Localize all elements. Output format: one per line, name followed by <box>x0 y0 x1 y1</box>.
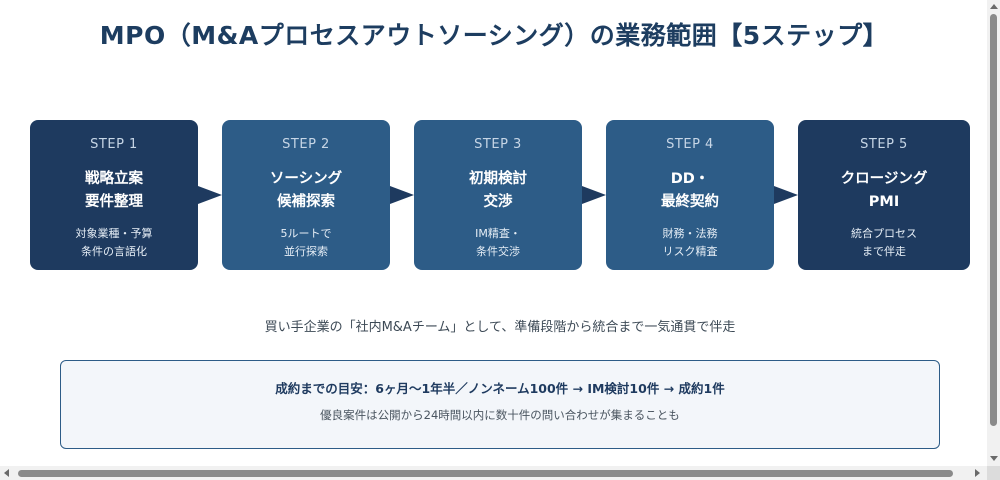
step-title-line: PMI <box>868 194 900 210</box>
step-title-line: DD・ <box>670 171 710 187</box>
page-title: MPO（M&Aプロセスアウトソーシング）の業務範囲【5ステップ】 <box>99 21 889 50</box>
step-title-line: 初期検討 <box>469 171 527 187</box>
step-desc-line: 条件の言語化 <box>81 245 147 258</box>
step-5-card: STEP 5 クロージング PMI 統合プロセス まで伴走 <box>798 120 970 270</box>
step-title-line: クロージング <box>840 171 928 187</box>
step-desc-line: リスク精査 <box>662 245 718 258</box>
step-title: 初期検討 交渉 <box>414 168 582 214</box>
arrow-right-icon <box>390 186 414 204</box>
step-3-card: STEP 3 初期検討 交渉 IM精査・ 条件交渉 <box>414 120 582 270</box>
step-description: 統合プロセス まで伴走 <box>798 225 970 261</box>
step-flow: STEP 1 戦略立案 要件整理 対象業種・予算 条件の言語化 STEP 2 ソ… <box>30 120 970 270</box>
arrow-right-icon <box>198 186 222 204</box>
step-1-card: STEP 1 戦略立案 要件整理 対象業種・予算 条件の言語化 <box>30 120 198 270</box>
step-title-line: 要件整理 <box>85 194 143 210</box>
step-label: STEP 5 <box>860 137 908 152</box>
vertical-scroll-thumb[interactable] <box>990 14 997 426</box>
summary-note-box: 成約までの目安：6ヶ月〜1年半／ノンネーム100件 → IM検討10件 → 成約… <box>60 360 940 449</box>
step-title: DD・ 最終契約 <box>606 168 774 214</box>
scroll-down-icon[interactable] <box>990 456 998 461</box>
step-label: STEP 1 <box>90 137 138 152</box>
scroll-up-icon[interactable] <box>990 4 998 9</box>
arrow-right-icon <box>774 186 798 204</box>
step-title-line: 交渉 <box>483 194 513 210</box>
step-desc-line: まで伴走 <box>862 245 906 258</box>
step-2-card: STEP 2 ソーシング 候補探索 5ルートで 並行探索 <box>222 120 390 270</box>
subtitle: 買い手企業の「社内M&Aチーム」として、準備段階から統合まで一気通貫で伴走 <box>264 320 736 335</box>
step-title: 戦略立案 要件整理 <box>30 168 198 214</box>
step-label: STEP 3 <box>474 137 522 152</box>
step-desc-line: 統合プロセス <box>851 227 917 240</box>
step-desc-line: 財務・法務 <box>662 227 718 240</box>
step-4-card: STEP 4 DD・ 最終契約 財務・法務 リスク精査 <box>606 120 774 270</box>
step-desc-line: IM精査・ <box>475 227 521 240</box>
step-desc-line: 対象業種・予算 <box>75 227 153 240</box>
step-description: IM精査・ 条件交渉 <box>414 225 582 261</box>
note-main-text: 成約までの目安：6ヶ月〜1年半／ノンネーム100件 → IM検討10件 → 成約… <box>275 381 725 396</box>
step-title-line: 戦略立案 <box>85 171 143 187</box>
step-description: 対象業種・予算 条件の言語化 <box>30 225 198 261</box>
step-label: STEP 2 <box>282 137 330 152</box>
scroll-right-icon[interactable] <box>975 469 980 477</box>
scroll-left-icon[interactable] <box>4 469 9 477</box>
step-label: STEP 4 <box>666 137 714 152</box>
step-description: 財務・法務 リスク精査 <box>606 225 774 261</box>
horizontal-scrollbar[interactable] <box>0 466 987 480</box>
step-desc-line: 並行探索 <box>284 245 328 258</box>
scrollbar-corner <box>987 466 1000 480</box>
step-title-line: ソーシング <box>269 171 343 187</box>
arrow-right-icon <box>582 186 606 204</box>
note-sub-text: 優良案件は公開から24時間以内に数十件の問い合わせが集まることも <box>320 408 680 422</box>
step-desc-line: 条件交渉 <box>476 245 520 258</box>
step-desc-line: 5ルートで <box>280 227 332 240</box>
step-title-line: 最終契約 <box>661 194 719 210</box>
vertical-scrollbar[interactable] <box>987 0 1000 466</box>
horizontal-scroll-thumb[interactable] <box>18 470 953 477</box>
step-title-line: 候補探索 <box>277 194 335 210</box>
step-title: ソーシング 候補探索 <box>222 168 390 214</box>
step-description: 5ルートで 並行探索 <box>222 225 390 261</box>
step-title: クロージング PMI <box>798 168 970 214</box>
